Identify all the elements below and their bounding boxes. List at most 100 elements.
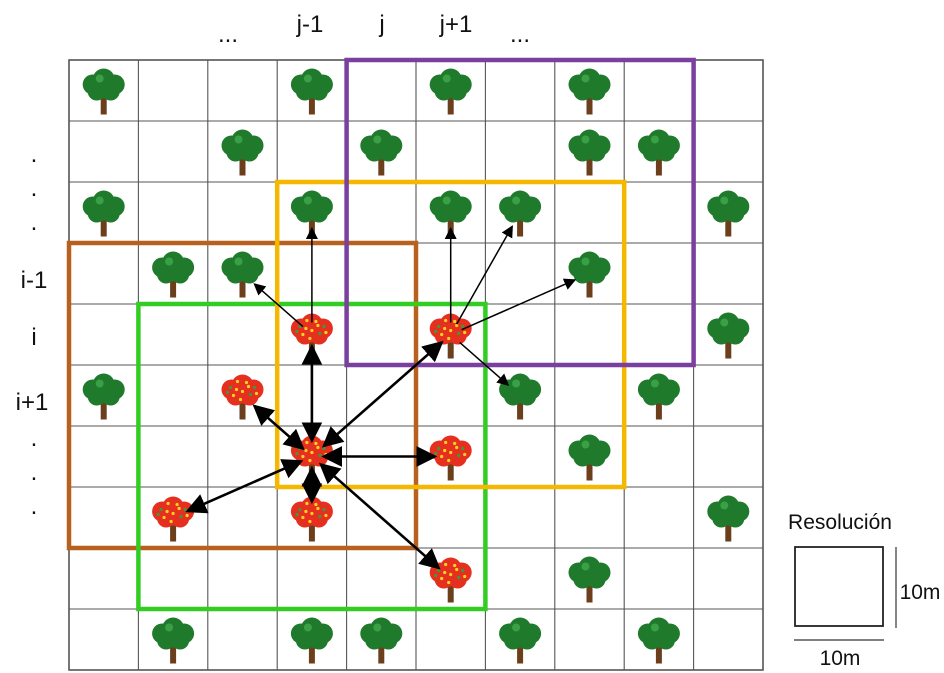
row-label-dot-2: . bbox=[31, 175, 38, 202]
row-label-i-minus-1: i-1 bbox=[21, 267, 48, 294]
column-label-ellipsis-right: ... bbox=[510, 21, 530, 48]
infected-speck bbox=[443, 449, 446, 452]
infected-speck bbox=[157, 513, 160, 516]
tree-canopy-highlight bbox=[235, 136, 243, 144]
infected-speck bbox=[304, 449, 307, 452]
tree-canopy-highlight bbox=[720, 319, 728, 327]
tree-canopy-highlight bbox=[304, 75, 312, 83]
infected-speck bbox=[447, 459, 450, 462]
tree-canopy-highlight bbox=[304, 624, 312, 632]
column-label-j-plus-1: j+1 bbox=[439, 11, 473, 38]
infected-speck bbox=[463, 575, 466, 578]
infected-speck bbox=[167, 502, 170, 505]
tree-canopy-highlight bbox=[582, 136, 590, 144]
tree-canopy-highlight bbox=[96, 75, 104, 83]
tree-canopy-highlight bbox=[165, 258, 173, 266]
row-label-i-plus-1: i+1 bbox=[16, 389, 49, 416]
tree-canopy-lobe bbox=[649, 628, 669, 648]
infected-speck bbox=[245, 381, 248, 384]
infected-speck bbox=[170, 520, 173, 523]
row-label-i: i bbox=[31, 324, 36, 351]
tree-canopy-highlight bbox=[96, 380, 104, 388]
tree-canopy-lobe bbox=[718, 323, 738, 343]
tree-canopy-lobe bbox=[94, 79, 114, 99]
infected-speck bbox=[443, 327, 446, 330]
infected-speck bbox=[253, 386, 256, 389]
tree-canopy-highlight bbox=[582, 258, 590, 266]
infected-speck bbox=[463, 331, 466, 334]
tree-canopy-lobe bbox=[163, 262, 183, 282]
infected-speck bbox=[461, 325, 464, 328]
infected-speck bbox=[443, 571, 446, 574]
infected-speck bbox=[249, 393, 252, 396]
infected-speck bbox=[301, 455, 304, 458]
infected-speck bbox=[453, 320, 456, 323]
tree-canopy-lobe bbox=[510, 384, 530, 404]
tree-canopy-lobe bbox=[163, 628, 183, 648]
infected-speck bbox=[166, 510, 169, 513]
tree-canopy-lobe bbox=[580, 567, 600, 587]
infected-speck bbox=[461, 569, 464, 572]
infected-speck bbox=[463, 453, 466, 456]
infected-speck bbox=[186, 514, 189, 517]
infected-speck bbox=[255, 392, 258, 395]
infected-speck bbox=[314, 320, 317, 323]
infected-speck bbox=[308, 337, 311, 340]
infected-speck bbox=[434, 574, 437, 577]
infected-speck bbox=[318, 515, 321, 518]
tree-canopy-highlight bbox=[165, 624, 173, 632]
infected-speck bbox=[310, 329, 313, 332]
tree-canopy-lobe bbox=[233, 262, 253, 282]
tree-canopy-highlight bbox=[304, 197, 312, 205]
row-label-dot-6: . bbox=[31, 493, 38, 520]
tree-canopy-lobe bbox=[580, 262, 600, 282]
infected-speck bbox=[310, 512, 313, 515]
infected-speck bbox=[461, 447, 464, 450]
infected-speck bbox=[440, 333, 443, 336]
infected-speck bbox=[305, 319, 308, 322]
infected-speck bbox=[322, 508, 325, 511]
tree-canopy-highlight bbox=[512, 380, 520, 388]
infected-speck bbox=[444, 563, 447, 566]
column-label-ellipsis-left: ... bbox=[218, 21, 238, 48]
infected-speck bbox=[178, 507, 181, 510]
infected-speck bbox=[310, 451, 313, 454]
infected-speck bbox=[440, 455, 443, 458]
infected-speck bbox=[455, 324, 458, 327]
tree-canopy-lobe bbox=[649, 140, 669, 160]
infected-speck bbox=[322, 447, 325, 450]
tree-canopy-lobe bbox=[441, 201, 461, 221]
tree-canopy-lobe bbox=[302, 628, 322, 648]
infected-speck bbox=[434, 330, 437, 333]
infected-speck bbox=[163, 516, 166, 519]
infected-speck bbox=[232, 394, 235, 397]
row-label-dot-3: . bbox=[31, 209, 38, 236]
infected-speck bbox=[324, 514, 327, 517]
infected-speck bbox=[180, 515, 183, 518]
infected-speck bbox=[298, 508, 301, 511]
tree-canopy-highlight bbox=[651, 136, 659, 144]
infected-speck bbox=[236, 380, 239, 383]
tree-canopy-highlight bbox=[720, 502, 728, 510]
infected-speck bbox=[444, 441, 447, 444]
infected-speck bbox=[295, 330, 298, 333]
tree-canopy-highlight bbox=[720, 197, 728, 205]
infected-speck bbox=[324, 331, 327, 334]
infected-speck bbox=[239, 398, 242, 401]
infected-speck bbox=[316, 324, 319, 327]
tree-canopy-highlight bbox=[651, 380, 659, 388]
tree-canopy-highlight bbox=[443, 197, 451, 205]
resolution-square bbox=[795, 547, 883, 626]
infected-speck bbox=[444, 319, 447, 322]
tree-canopy-lobe bbox=[441, 79, 461, 99]
infected-speck bbox=[453, 564, 456, 567]
infected-speck bbox=[437, 569, 440, 572]
tree-canopy-lobe bbox=[510, 628, 530, 648]
infected-speck bbox=[316, 507, 319, 510]
column-label-j-minus-1: j-1 bbox=[296, 11, 324, 38]
infected-speck bbox=[304, 327, 307, 330]
tree-canopy-highlight bbox=[582, 563, 590, 571]
infected-speck bbox=[440, 577, 443, 580]
infected-speck bbox=[447, 581, 450, 584]
